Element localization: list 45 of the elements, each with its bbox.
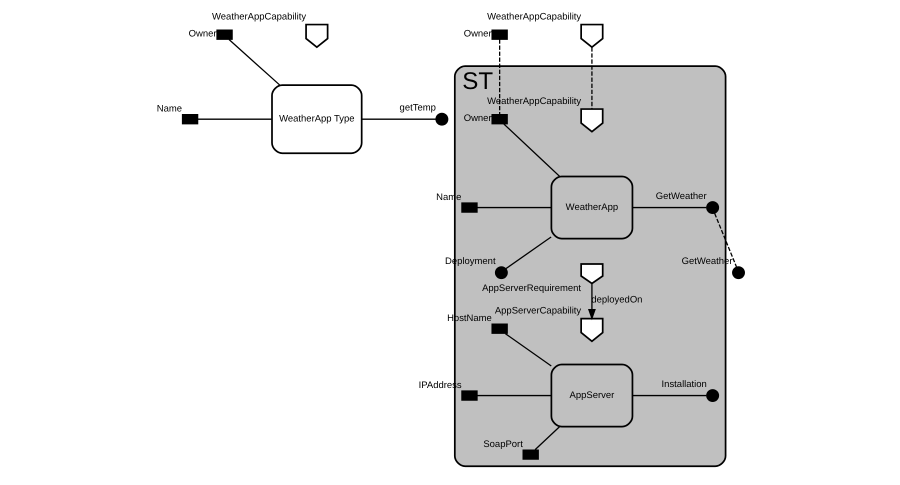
node-label: Owner (463, 28, 492, 40)
node-box: WeatherApp (550, 176, 633, 240)
connector (198, 118, 272, 120)
node-label: AppServerCapability (494, 305, 581, 316)
node-circle (434, 112, 448, 126)
node-box (490, 114, 508, 124)
connector (498, 40, 500, 114)
node-box (181, 114, 198, 124)
node-box (490, 324, 508, 334)
node-label: WeatherAppCapability (486, 96, 581, 107)
arrow (587, 284, 596, 320)
connector (632, 206, 706, 208)
node-box (460, 202, 478, 213)
connector (714, 213, 737, 267)
edge-label: deployedOn (590, 294, 642, 306)
node-box (216, 30, 232, 40)
node-box (522, 449, 538, 460)
node-box: WeatherApp Type (270, 84, 362, 154)
connector (502, 124, 560, 177)
connector (590, 47, 592, 110)
node-label: WeatherAppCapability (212, 11, 306, 22)
connector (361, 118, 436, 120)
connector (228, 39, 280, 86)
node-circle (706, 389, 719, 402)
node-label: SoapPort (482, 439, 522, 450)
node-label: WeatherAppCapability (486, 11, 581, 22)
node-circle (732, 266, 744, 280)
node-label: getTemp (399, 102, 436, 114)
node-circle (706, 201, 719, 214)
connector (476, 394, 551, 396)
node-label: Owner (463, 113, 492, 124)
node-box (460, 390, 478, 401)
node-label: AppServerRequirement (482, 283, 581, 294)
node-box (490, 30, 508, 40)
node-label: GetWeather (655, 190, 706, 202)
node-label: Owner (188, 28, 216, 40)
node-circle (494, 266, 508, 280)
connector (504, 333, 552, 367)
node-label: Name (156, 104, 182, 115)
node-box: AppServer (550, 364, 633, 428)
connector (534, 426, 560, 450)
connector (632, 394, 706, 396)
node-label: Installation (661, 378, 706, 390)
connector (505, 236, 552, 270)
connector (476, 206, 551, 208)
